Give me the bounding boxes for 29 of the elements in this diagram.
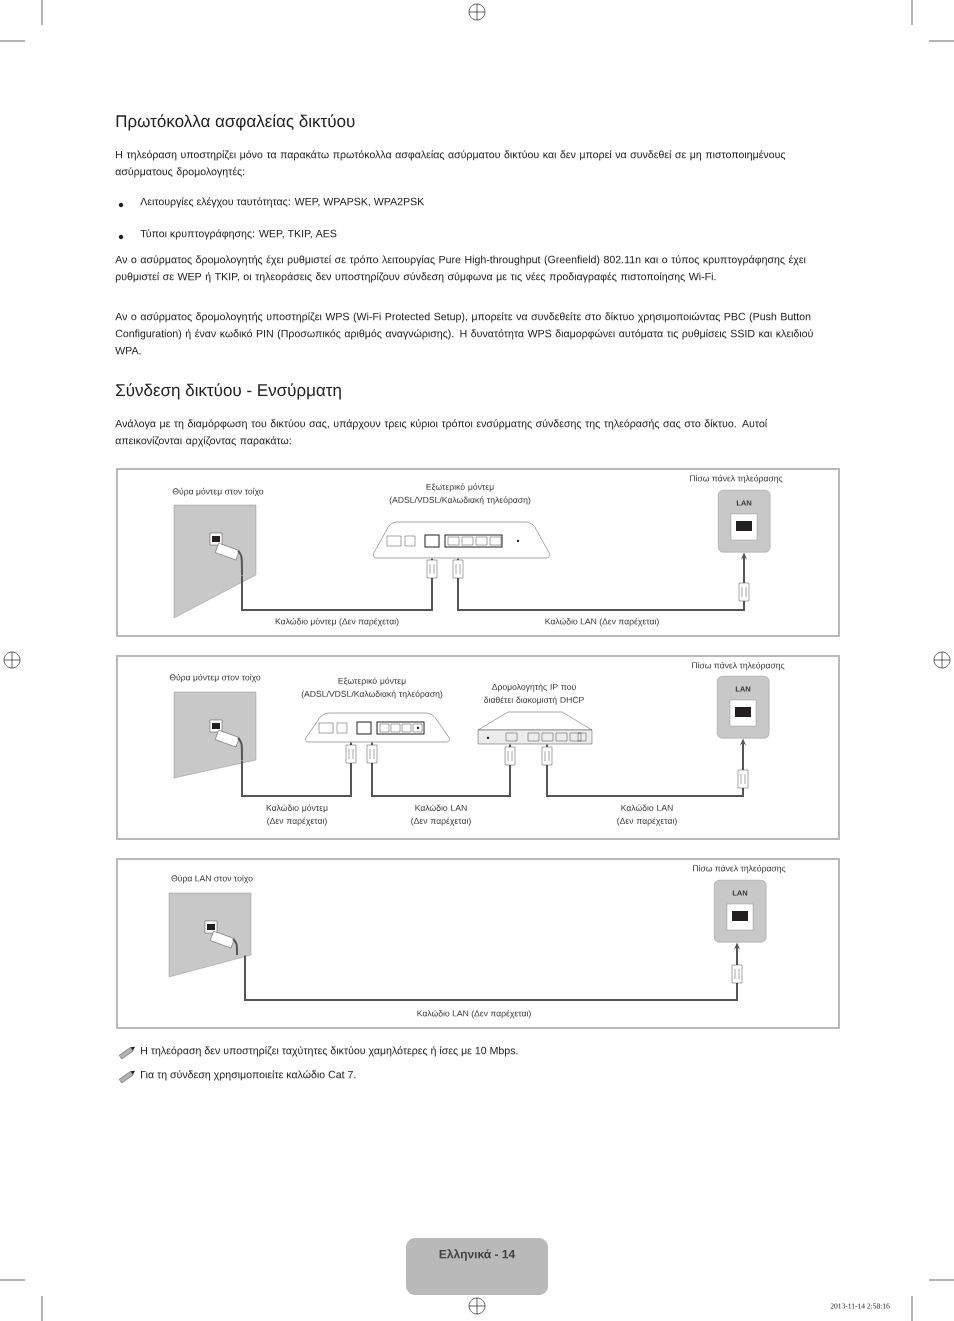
device-label: Πίσω πάνελ τηλεόρασης xyxy=(692,661,785,671)
edge-label: Καλώδιο LAN (Δεν παρέχεται) xyxy=(545,617,659,627)
paragraph: Αν ο ασύρματος δρομολογητής έχει ρυθμιστεί σε τρόπο λειτουργίας Pure High-throughput (Greenfield) 802.11n και ο τύπος κρυπτογράφησης έχει ρυθμιστεί σε WEP ή TKIP, οι τηλεοράσεις δεν υποστηρίζουν σύνδεση σύμφωνα με τις νέες προδιαγραφές πιστοποίησης Wi-Fi. xyxy=(115,255,806,283)
device-label: Θύρα μόντεμ στον τοίχο xyxy=(169,673,261,683)
bullet-item: Τύποι κρυπτογράφησης: WEP, TKIP, AES xyxy=(118,229,337,240)
note: Για τη σύνδεση χρησιμοποιείτε καλώδιο Cat 7. xyxy=(141,1070,356,1081)
diagram-panel xyxy=(116,655,840,840)
device-label: Θύρα μόντεμ στον τοίχο xyxy=(172,487,264,497)
device-label: Εξωτερικό μόντεμ (ADSL/VDSL/Καλωδιακή τηλεόραση) xyxy=(301,677,443,699)
device-label: Εξωτερικό μόντεμ (ADSL/VDSL/Καλωδιακή τηλεόραση) xyxy=(389,483,531,505)
note: Η τηλεόραση δεν υποστηρίζει ταχύτητες δικτύου χαμηλότερες ή ίσες με 10 Mbps. xyxy=(141,1046,518,1057)
paragraph: Η τηλεόραση υποστηρίζει μόνο τα παρακάτω πρωτόκολλα ασφαλείας ασύρματου δικτύου και δεν μπορεί να συνδεθεί σε μη πιστοποιημένους ασύρματους δρομολογητές: xyxy=(115,150,786,178)
device-label: Δρομολογητής IP που διαθέτει διακομιστή DHCP xyxy=(484,683,584,705)
diagram-panel xyxy=(116,468,840,637)
page-number-tab: Ελληνικά - 14 xyxy=(406,1238,548,1295)
edge-label: Καλώδιο LAN (Δεν παρέχεται) xyxy=(417,1009,531,1019)
edge-label: Καλώδιο μόντεμ (Δεν παρέχεται) xyxy=(266,804,328,826)
paragraph: Αν ο ασύρματος δρομολογητής υποστηρίζει WPS (Wi-Fi Protected Setup), μπορείτε να συνδεθείτε στο δίκτυο χρησιμοποιώντας PBC (Push Button Configuration) ή έναν κωδικό PIN (Προσωπικός αριθμός αναγνώρισης). Η δυνατότητα WPS διαμορφώνει αυτόματα τις ρυθμίσεις SSID και κλειδιού WPA. xyxy=(115,312,813,355)
edge-label: Καλώδιο LAN (Δεν παρέχεται) xyxy=(617,804,677,826)
device-label: Πίσω πάνελ τηλεόρασης xyxy=(693,864,786,874)
section-heading: Σύνδεση δικτύου - Ενσύρματη xyxy=(116,383,341,400)
device-label: Πίσω πάνελ τηλεόρασης xyxy=(690,474,783,484)
section-heading: Πρωτόκολλα ασφαλείας δικτύου xyxy=(116,114,355,131)
edge-label: Καλώδιο μόντεμ (Δεν παρέχεται) xyxy=(275,617,399,627)
bullet-item: Λειτουργίες ελέγχου ταυτότητας: WEP, WPAPSK, WPA2PSK xyxy=(118,197,425,208)
paragraph: Ανάλογα με τη διαμόρφωση του δικτύου σας, υπάρχουν τρεις κύριοι τρόποι ενσύρματης σύνδεσης της τηλεόρασής σας στο δίκτυο. Αυτοί απεικονίζονται αρχίζοντας παρακάτω: xyxy=(115,419,768,447)
diagram-panel xyxy=(116,858,840,1029)
device-label: Θύρα LAN στον τοίχο xyxy=(171,874,253,884)
edge-label: Καλώδιο LAN (Δεν παρέχεται) xyxy=(411,804,471,826)
